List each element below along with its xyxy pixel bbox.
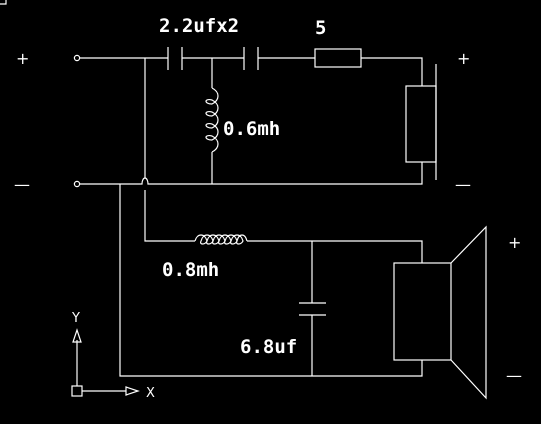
ucs-x-label: X xyxy=(146,386,155,401)
tweeter-return-wire xyxy=(80,162,423,185)
woofer-minus-sign: — xyxy=(506,366,522,385)
left-vertical-wire xyxy=(144,58,195,242)
input-plus-sign: + xyxy=(16,49,29,68)
label-series-inductor: 0.8mh xyxy=(162,259,219,281)
input-terminal-plus xyxy=(73,54,81,62)
tweeter-plus-sign: + xyxy=(457,49,470,68)
ucs-icon xyxy=(71,328,140,397)
woofer-feed-wire xyxy=(247,240,423,263)
tweeter-minus-sign: — xyxy=(455,175,471,194)
series-capacitor-2 xyxy=(243,47,259,70)
label-shunt-capacitor: 6.8uf xyxy=(240,336,297,358)
top-rail-wire xyxy=(80,57,423,86)
frame-corner xyxy=(0,0,7,5)
ucs-y-label: Y xyxy=(71,311,80,326)
label-shunt-inductor: 0.6mh xyxy=(223,118,280,140)
shunt-capacitor xyxy=(299,302,326,316)
tweeter-body xyxy=(405,85,437,163)
woofer-cone xyxy=(450,225,487,400)
input-minus-sign: — xyxy=(14,175,30,194)
shunt-inductor xyxy=(205,87,219,153)
woofer-return-wire xyxy=(119,184,423,377)
input-terminal-minus xyxy=(73,180,81,188)
series-inductor xyxy=(194,234,248,245)
resistor xyxy=(314,48,362,68)
label-series-capacitors: 2.2ufx2 xyxy=(159,15,239,37)
woofer-magnet xyxy=(393,262,452,361)
series-capacitor-1 xyxy=(167,47,183,70)
label-resistor: 5 xyxy=(315,17,326,39)
woofer-plus-sign: + xyxy=(508,233,521,252)
